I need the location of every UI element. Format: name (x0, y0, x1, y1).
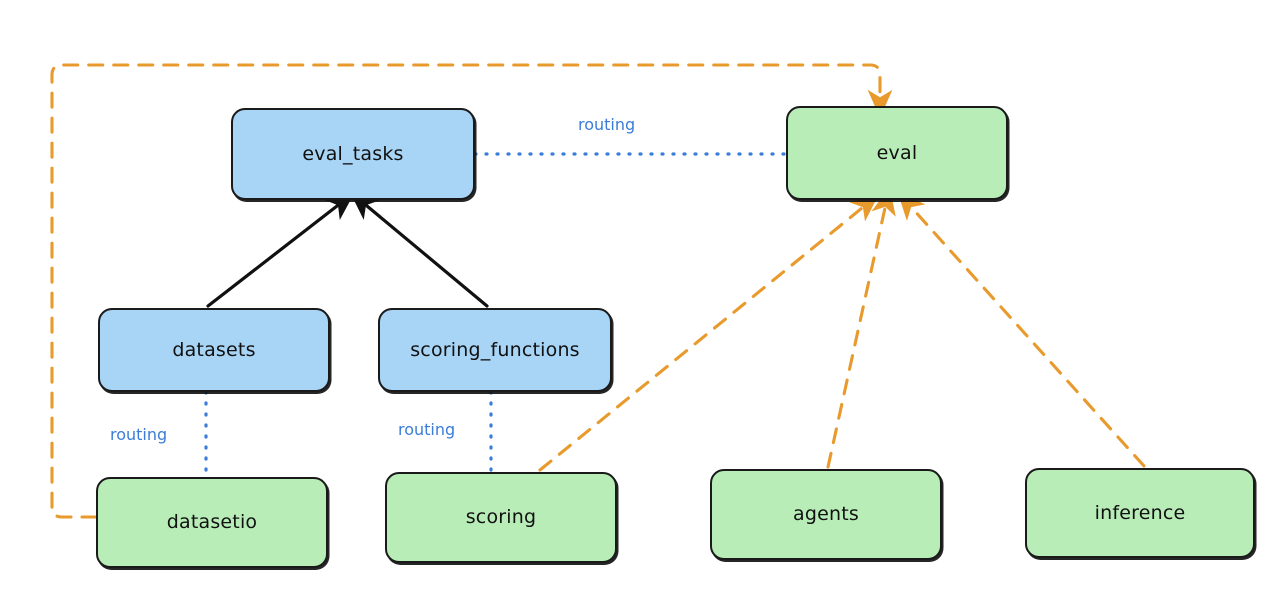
node-label-eval-tasks: eval_tasks (302, 142, 404, 165)
node-eval-tasks[interactable]: eval_tasks (231, 108, 475, 200)
node-label-agents: agents (793, 503, 859, 526)
node-eval[interactable]: eval (786, 106, 1008, 200)
edge-agents-eval (826, 186, 896, 469)
node-label-datasets: datasets (172, 338, 256, 361)
edge-datasetio-eval (50, 63, 893, 519)
node-scoring[interactable]: scoring (385, 472, 617, 563)
edge-scoringfunctions-evaltasks (349, 191, 489, 308)
edge-label-routing-eval-tasks-eval: routing (578, 115, 636, 134)
edge-label-routing-scoring-functions-scoring: routing (398, 420, 456, 439)
node-label-inference: inference (1094, 501, 1186, 524)
edge-label-routing-datasets-datasetio: routing (110, 425, 168, 444)
node-datasetio[interactable]: datasetio (96, 477, 328, 568)
edge-inference-eval (897, 191, 1146, 468)
node-label-scoring-functions: scoring_functions (410, 338, 580, 361)
node-inference[interactable]: inference (1025, 468, 1255, 558)
node-agents[interactable]: agents (710, 469, 942, 560)
node-label-datasetio: datasetio (166, 511, 258, 534)
node-datasets[interactable]: datasets (98, 308, 330, 392)
node-scoring-functions[interactable]: scoring_functions (378, 308, 612, 392)
node-label-scoring: scoring (465, 506, 537, 529)
node-label-eval: eval (876, 141, 918, 164)
edge-datasets-evaltasks (206, 192, 355, 308)
edge-scoring-eval (538, 194, 879, 472)
